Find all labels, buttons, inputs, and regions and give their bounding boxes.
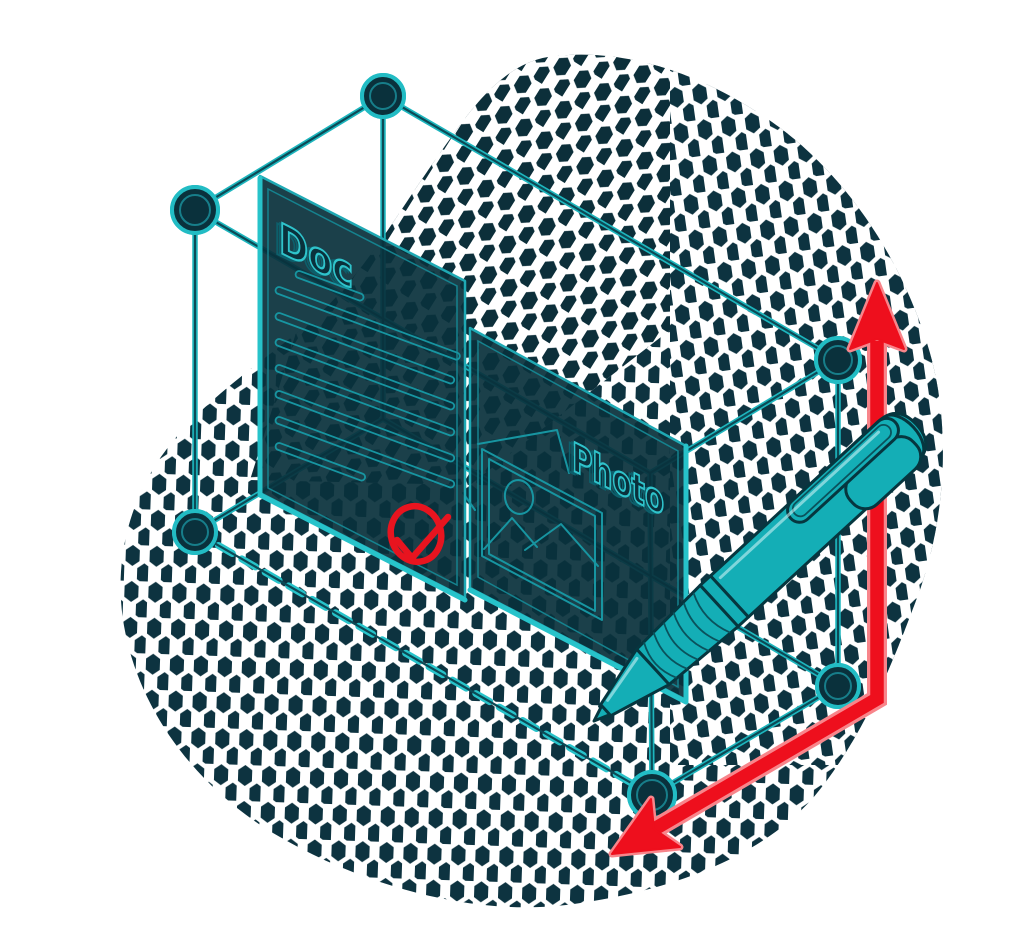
cube-node-rings — [170, 73, 862, 820]
pen-highlight — [718, 430, 881, 580]
photo-panel: Photo Photo Photo — [462, 326, 689, 705]
cube-node-icon — [360, 73, 406, 119]
arrow-down-left-icon — [611, 798, 681, 855]
arrow-up-icon — [849, 282, 905, 350]
pen-clip — [786, 416, 900, 524]
pen-nib — [592, 704, 612, 723]
cube-node-icon — [172, 509, 218, 555]
cube-node-icon — [815, 663, 861, 709]
pen-icon — [592, 411, 928, 723]
photo-placeholder-icon — [462, 429, 603, 621]
pen-cone-highlight — [606, 656, 639, 702]
doc-panel: Doc Doc Doc — [257, 174, 468, 603]
checkmark-icon — [387, 502, 452, 566]
pen-grip-ribs — [643, 592, 731, 679]
dot-field-right-band — [670, 54, 943, 765]
cube-node-icon — [170, 185, 220, 235]
pen-clip-inner-line — [791, 423, 892, 518]
doc-text-lines — [274, 270, 461, 489]
